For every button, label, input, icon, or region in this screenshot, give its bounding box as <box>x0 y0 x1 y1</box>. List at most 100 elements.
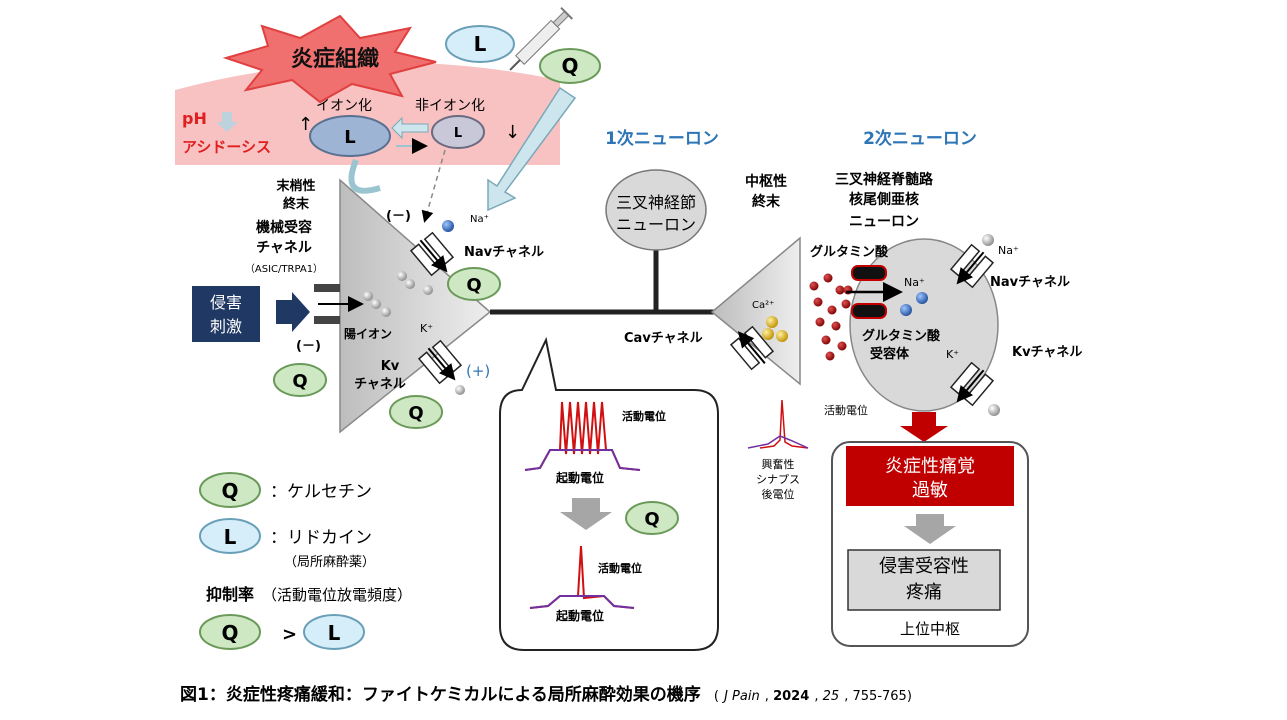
nociceptive-pain-box <box>847 549 1001 611</box>
kv-channel-label-2: チャネル <box>354 377 406 392</box>
k-label-primary: K⁺ <box>420 322 433 335</box>
ionized-entry-curve-arrow <box>348 158 381 194</box>
generator-potential-trace-top <box>524 449 641 471</box>
epsp-label-3: 後電位 <box>762 487 795 501</box>
compare-lidocaine-symbol: L <box>328 621 341 645</box>
mechano-channel-upper <box>314 284 340 292</box>
acidosis-label: アシドーシス <box>182 138 271 156</box>
glutamate-molecules <box>809 273 853 361</box>
secondary-neuron-name-3: ニューロン <box>849 214 919 230</box>
legend-quercetin-symbol: Q <box>221 479 238 503</box>
caption-open: ( <box>714 689 719 704</box>
kv-channel-label-secondary: Kvチャネル <box>1012 345 1082 360</box>
ionized-lidocaine <box>309 115 391 157</box>
mechano-channel-label-3: （ASIC/TRPA1） <box>245 263 323 275</box>
stimulus-arrow-icon <box>276 292 310 332</box>
na-label-inner: Na⁺ <box>904 276 925 289</box>
peripheral-terminal <box>339 178 492 434</box>
caption-pages: , 755-765) <box>844 689 912 704</box>
na-label-primary: Na⁺ <box>470 214 489 225</box>
mechano-channel-label-2: チャネル <box>256 240 312 256</box>
inset-callout <box>499 336 719 651</box>
epsp-trace <box>759 399 809 449</box>
compare-operator: > <box>282 624 297 645</box>
lidocaine-top-label: L <box>474 32 487 56</box>
primary-neuron-heading: 1次ニューロン <box>605 128 719 149</box>
mechano-inhibit-sign: (－) <box>296 339 321 354</box>
nociceptive-pain-label-2: 疼痛 <box>906 582 942 603</box>
ionized-lidocaine-label: L <box>344 127 355 148</box>
glutamate-receptor <box>846 265 903 319</box>
peripheral-terminal-label-2: 終末 <box>283 196 310 212</box>
glutamate-label: グルタミン酸 <box>810 244 889 260</box>
equilibrium-left-arrow-icon <box>391 116 429 140</box>
kv-enhance-sign: (+) <box>466 362 490 380</box>
ganglion-label-line1: 三叉神経節 <box>616 193 696 212</box>
quercetin-top-badge <box>539 48 601 84</box>
legend-quercetin-text: ：ケルセチン <box>270 482 372 502</box>
legend-inhibition-rate: 抑制率 <box>206 585 254 604</box>
nonionized-lidocaine-label: L <box>454 126 462 141</box>
central-down-arrow-icon <box>904 514 956 544</box>
stimulus-label-1: 侵害 <box>210 293 242 312</box>
stimulus-label-2: 刺激 <box>210 317 242 336</box>
secondary-down-arrow-icon <box>900 412 948 442</box>
cation <box>381 307 391 317</box>
lidocaine-top-badge <box>445 25 515 63</box>
hyperalgesia-box <box>846 446 1014 506</box>
sodium-ion-inner <box>916 292 928 304</box>
nav-channel-primary <box>409 231 455 277</box>
cav-channel-label: Cavチャネル <box>624 331 703 346</box>
trigeminal-ganglion <box>605 169 707 251</box>
quercetin-nav-label: Q <box>466 275 481 296</box>
cav-channel <box>729 325 775 371</box>
caption-year: 2024 <box>773 689 809 704</box>
nociceptive-pain-label-1: 侵害受容性 <box>879 556 969 577</box>
legend-lidocaine-symbol: L <box>224 525 237 549</box>
caption-sep2: , <box>814 689 822 704</box>
nonionized-label: 非イオン化 <box>415 98 485 114</box>
nav-channel-secondary <box>949 243 995 289</box>
compare-lidocaine-badge <box>303 614 365 650</box>
mechano-channel-lower <box>314 316 340 324</box>
cation <box>405 279 415 289</box>
sodium-ion-inner <box>900 304 912 316</box>
noxious-stimulus-box <box>192 286 260 342</box>
nav-channel-label-secondary: Navチャネル <box>990 275 1070 290</box>
quercetin-top-label: Q <box>561 54 578 78</box>
caption-main: 図1：炎症性疼痛緩和：ファイトケミカルによる局所麻酔効果の機序 <box>180 684 701 705</box>
higher-center-label: 上位中枢 <box>900 620 960 638</box>
legend-lidocaine-sub: （局所麻酔薬） <box>284 555 375 570</box>
quercetin-kv-label: Q <box>408 403 423 424</box>
na-label-outer: Na⁺ <box>998 244 1019 257</box>
hyperalgesia-label-2: 過敏 <box>912 480 948 501</box>
quercetin-mechano-label: Q <box>292 371 307 392</box>
central-terminal-label-2: 終末 <box>752 193 781 210</box>
calcium-ion <box>762 328 774 340</box>
legend-inhibition-rate-note: （活動電位放電頻度） <box>262 586 412 604</box>
kv-channel-primary <box>417 339 463 385</box>
epsp-base-trace <box>747 435 809 449</box>
syringe-icon <box>509 6 574 71</box>
inset-action-potential-bottom: 活動電位 <box>598 561 642 575</box>
secondary-action-potential-label: 活動電位 <box>824 403 868 417</box>
legend-lidocaine-text: ：リドカイン <box>270 528 372 548</box>
nav-inhibit-sign: (－) <box>386 209 411 224</box>
legend-lidocaine-badge <box>199 518 261 554</box>
nonionized-diffusion-arrow <box>421 149 446 223</box>
quercetin-inset-label: Q <box>644 509 659 530</box>
ph-down-arrow-icon <box>216 112 238 132</box>
inset-generator-potential-bottom: 起動電位 <box>555 608 604 623</box>
ionized-label: イオン化 <box>316 98 372 114</box>
quercetin-mechano-badge <box>273 363 327 397</box>
kv-channel-label-1: Kv <box>381 359 400 374</box>
quercetin-kv-badge <box>389 395 443 429</box>
cation <box>423 285 433 295</box>
caption-sep1: , <box>765 689 773 704</box>
nonionized-down-arrow: ↓ <box>505 122 520 143</box>
secondary-neuron-heading: 2次ニューロン <box>863 128 977 149</box>
inset-down-arrow-icon <box>560 498 612 530</box>
mechano-channel-label-1: 機械受容 <box>256 219 312 236</box>
central-terminal-label-1: 中枢性 <box>745 173 787 190</box>
